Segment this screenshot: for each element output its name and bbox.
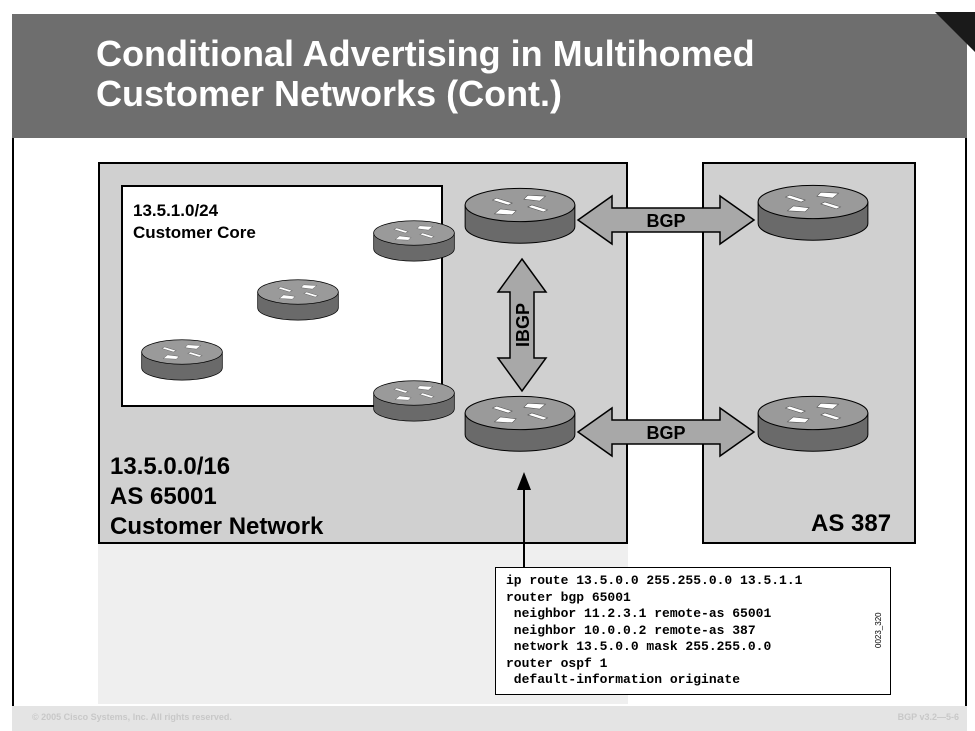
core-prefix-text: 13.5.1.0/24	[133, 201, 219, 220]
footer: © 2005 Cisco Systems, Inc. All rights re…	[12, 706, 967, 731]
router-icon	[257, 279, 339, 321]
bgp-bottom-label: BGP	[646, 423, 685, 443]
router-icon	[757, 395, 869, 452]
core-name-text: Customer Core	[133, 223, 256, 242]
customer-core-label: 13.5.1.0/24 Customer Core	[133, 200, 256, 244]
config-box: ip route 13.5.0.0 255.255.0.0 13.5.1.1 r…	[495, 567, 891, 695]
copyright-text: © 2005 Cisco Systems, Inc. All rights re…	[32, 712, 232, 722]
router-icon	[141, 339, 223, 381]
ibgp-arrow	[496, 257, 548, 393]
ibgp-label: IBGP	[513, 303, 533, 347]
bgp-top-arrow	[576, 194, 756, 246]
title-bar	[12, 14, 967, 138]
slide-title: Conditional Advertising in Multihomed Cu…	[96, 33, 755, 114]
config-line: default-information originate	[506, 672, 741, 687]
router-icon	[464, 187, 576, 244]
as-number-text: AS 65001	[110, 483, 217, 510]
config-line: ip route 13.5.0.0 255.255.0.0 13.5.1.1	[506, 573, 803, 588]
as387-label: AS 387	[811, 510, 892, 537]
figure-code: 0023_320	[874, 612, 883, 648]
network-prefix-text: 13.5.0.0/16	[110, 453, 231, 480]
config-line: router bgp 65001	[506, 589, 631, 605]
router-icon	[373, 380, 455, 422]
router-icon	[757, 184, 869, 241]
page-corner	[935, 12, 975, 52]
config-pointer-arrowhead	[517, 472, 531, 490]
router-icon	[464, 395, 576, 452]
course-code: BGP v3.2—5-6	[897, 712, 959, 722]
config-line: router ospf 1	[506, 655, 608, 671]
network-name-text: Customer Network	[110, 513, 324, 540]
router-icon	[373, 220, 455, 262]
right-border	[965, 138, 967, 708]
left-border	[12, 138, 14, 708]
config-line: neighbor 11.2.3.1 remote-as 65001	[506, 606, 772, 621]
customer-network-label: 13.5.0.0/16 AS 65001 Customer Network	[110, 452, 323, 542]
bgp-top-label: BGP	[646, 211, 685, 231]
config-line: neighbor 10.0.0.2 remote-as 387	[506, 622, 756, 638]
config-line: network 13.5.0.0 mask 255.255.0.0	[506, 639, 772, 654]
bgp-bottom-arrow	[576, 406, 756, 458]
